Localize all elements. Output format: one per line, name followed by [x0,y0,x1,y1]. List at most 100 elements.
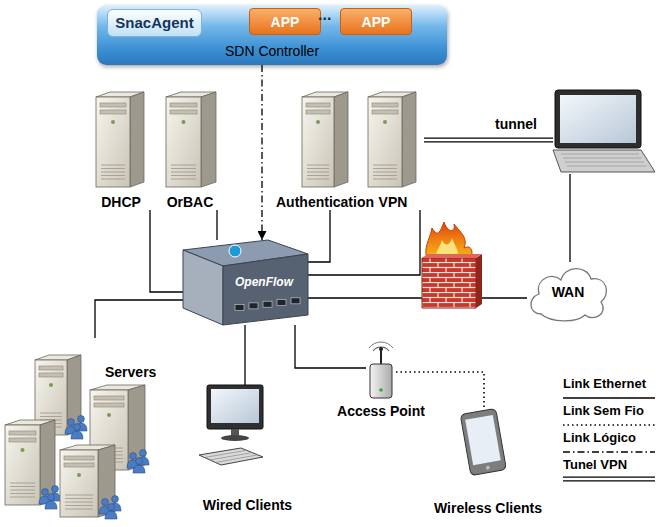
drawing-part [68,419,75,426]
ellipsis-label: ... [318,6,331,24]
node-label: WAN [552,284,585,300]
agent-box: SnacAgent [107,9,202,37]
drawing-part [101,172,125,173]
drawing-part [531,269,607,321]
legend-row: Tunel VPN [563,457,661,484]
drawing-part [101,168,125,169]
drawing-part [65,502,93,503]
drawing-part [334,92,348,187]
logical-link [262,65,263,240]
node-label: APP [362,13,391,29]
drawing-part [563,158,642,159]
legend-sample [563,475,659,483]
drawing-part [39,373,63,377]
server-group: Servers [5,338,165,522]
drawing-part [105,511,117,519]
drawing-part [130,92,144,187]
drawing-part [171,179,196,180]
drawing-part [561,154,639,155]
drawing-part [565,162,644,163]
connector-line [424,138,553,143]
drawing-part [49,383,53,387]
drawing-part [368,92,416,187]
access-point: Access Point [366,342,396,398]
drawing-part [465,415,501,465]
wired-client-drawing [195,385,300,513]
drawing-part [40,420,55,505]
server-icon-drawing [90,92,152,210]
drawing-part [112,496,119,503]
drawing-part [379,347,383,351]
node-label: VPN [379,194,408,210]
access-point-drawing [366,342,396,398]
drawing-part [307,172,329,173]
legend-row: Link Ethernet [563,376,661,403]
connector-line [308,297,527,298]
drawing-part [40,413,62,414]
drawing-part [64,463,94,467]
connector-line [396,372,484,408]
drawing-part [71,431,83,439]
drawing-part [553,150,655,172]
drawing-part [9,431,36,435]
drawing-part [221,435,249,441]
drawing-part [48,494,55,501]
drawing-part [111,120,115,124]
drawing-part [485,465,490,470]
drawing-part [98,445,115,517]
openflow-switch: OpenFlow [183,240,308,325]
drawing-part [94,396,124,400]
legend-row: Link Sem Fio [563,403,661,430]
node-label: Authentication [276,194,374,210]
drawing-part [171,172,196,173]
drawing-part [9,438,36,442]
drawing-part [307,175,329,176]
drawing-part [10,490,35,491]
drawing-part [216,455,258,463]
drawing-part [379,388,383,392]
drawing-part [476,254,482,308]
drawing-part [307,165,329,166]
wireless-link [396,372,484,408]
drawing-part [101,165,125,166]
node-label: OrBAC [167,194,214,210]
drawing-part [52,486,59,493]
drawing-part [210,453,252,460]
drawing-part [422,254,482,258]
drawing-part [553,90,655,172]
drawing-part [306,103,330,107]
drawing-part [307,179,329,180]
drawing-part [460,408,506,475]
ethernet-link [150,210,183,292]
drawing-part [531,269,607,321]
drawing-part [100,103,126,107]
server-icon-drawing [160,92,220,210]
drawing-part [316,120,320,124]
drawing-part [402,92,416,187]
drawing-part [373,179,397,180]
drawing-part [372,110,398,114]
connector-line [424,139,553,141]
drawing-part [373,172,397,173]
server-icon: VPN [362,92,424,210]
ethernet-link [308,210,420,275]
drawing-part [563,451,655,452]
drawing-part [45,501,57,509]
drawing-part [372,103,398,107]
node-label: Wireless Clients [434,500,542,516]
drawing-part [277,300,286,306]
node-label: Servers [105,364,156,380]
legend-sample [563,394,659,402]
legend-row: Link Lógico [563,430,661,457]
drawing-part [383,120,387,124]
ethernet-link [295,325,366,368]
drawing-part [140,450,147,457]
drawing-part [5,425,40,505]
node-label: OpenFlow [235,276,293,290]
drawing-part [107,413,111,417]
server-icon: DHCP [90,92,152,210]
drawing-part [96,97,130,187]
server-icon-drawing [362,92,424,210]
connector-line [308,210,420,275]
drawing-part [170,103,197,107]
